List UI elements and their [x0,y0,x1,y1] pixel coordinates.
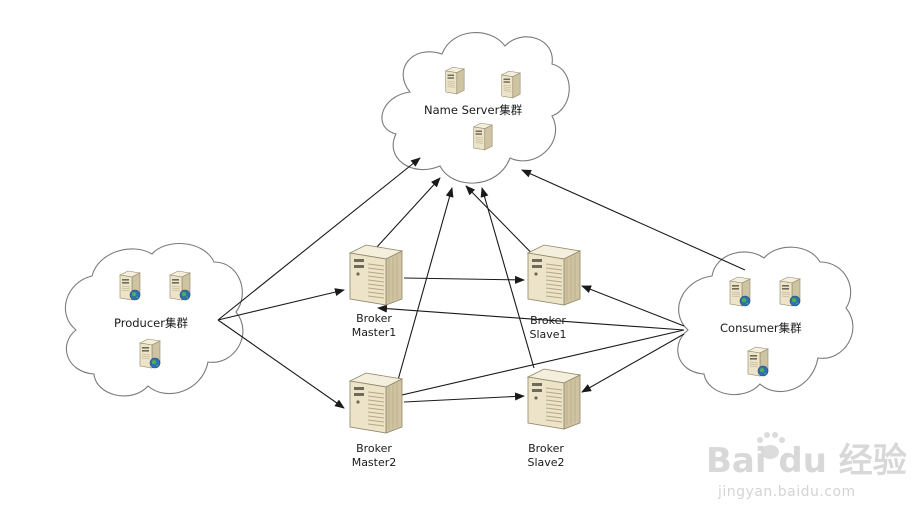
broker-slave1-server-icon [527,244,581,306]
broker-slave2-server-icon [527,368,581,430]
nameserver-icon-3 [473,122,493,151]
broker-slave1-label-line1: Broker [530,314,566,327]
watermark-logo-text: Bai du 经验 [706,441,907,481]
arrow-consumer-to-slave2 [581,333,685,393]
nameserver-icon-2 [501,70,521,99]
arrow-master2-to-slave2 [403,392,525,403]
broker-slave1-label-line2: Slave1 [529,328,566,341]
consumer-cluster-label: Consumer集群 [720,321,802,335]
arrow-consumer-to-master1 [377,304,685,331]
producer-cluster-label: Producer集群 [114,316,188,330]
arrow-slave2-to-nameserver [480,187,535,369]
producer-cluster-cloud [64,243,244,397]
broker-master1-server-icon [349,244,403,306]
consumer-server-icon-1 [729,276,751,307]
broker-master2-label-line2: Master2 [352,456,397,469]
name-server-cluster-label: Name Server集群 [424,103,523,117]
producer-server-icon-1 [119,270,141,301]
arrow-master1-to-slave1 [403,275,525,284]
broker-slave2-label-line2: Slave2 [527,456,564,469]
name-server-cluster-cloud [381,32,570,184]
arrow-consumer-to-slave1 [581,285,685,327]
arrow-consumer-to-master2 [379,329,685,402]
broker-master2-server-icon [349,372,403,434]
consumer-cluster-cloud [677,246,854,396]
arrow-producer-to-master1 [217,288,345,321]
arrow-producer-to-master2 [217,319,345,409]
broker-master2-label-line1: Broker [356,442,392,455]
paw-icon [757,432,785,459]
watermark-url-text: jingyan.baidu.com [717,484,856,500]
nameserver-icon-1 [445,66,465,95]
consumer-server-icon-3 [747,346,769,377]
arrow-producer-to-nameserver [217,157,421,321]
producer-server-icon-2 [169,270,191,301]
arrow-consumer-to-nameserver [521,169,746,271]
connection-arrows [217,157,746,409]
broker-master1-label-line1: Broker [356,312,392,325]
broker-master1-label-line2: Master1 [352,326,397,339]
broker-slave2-label-line1: Broker [528,442,564,455]
producer-server-icon-3 [139,338,161,369]
consumer-server-icon-2 [779,276,801,307]
arrow-master1-to-nameserver [375,177,441,249]
baidu-jingyan-watermark: Bai du 经验 jingyan.baidu.com [706,432,907,500]
arrow-master2-to-nameserver [397,187,454,381]
